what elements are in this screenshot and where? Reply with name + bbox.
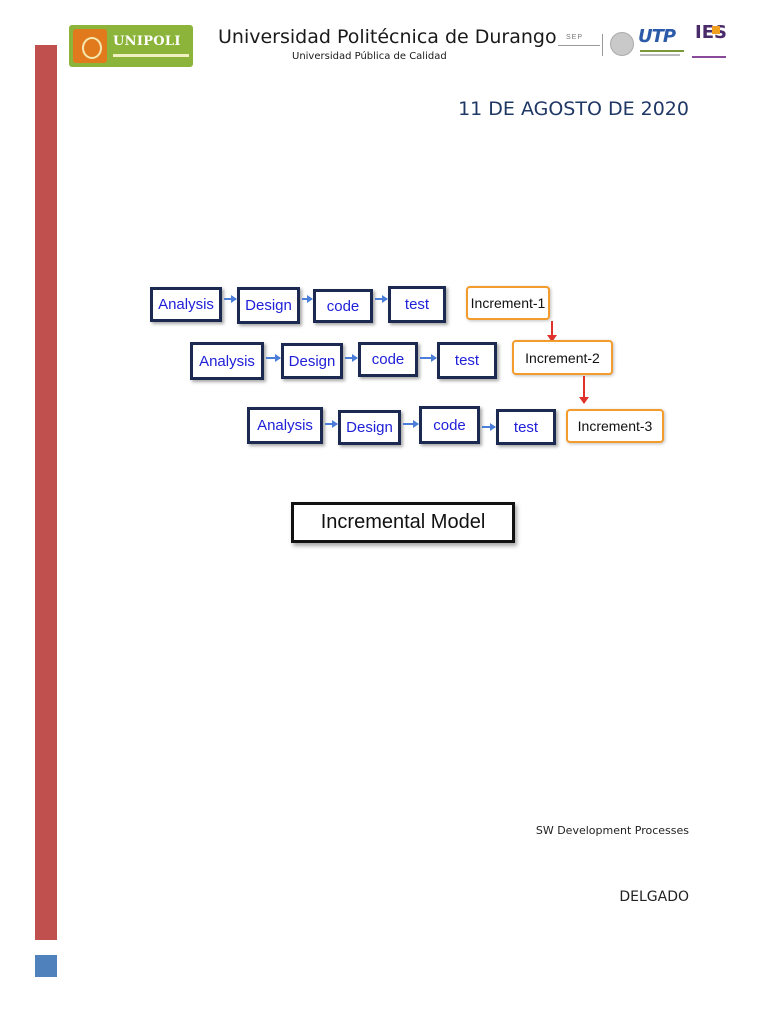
row2-test-box: test: [437, 342, 497, 379]
unipoli-seal-icon: [73, 29, 107, 63]
author-text: DELGADO: [619, 889, 689, 905]
unipoli-logo-text: UNIPOLI: [113, 34, 181, 49]
row3-arrow-3: [482, 423, 496, 431]
sep-logo-text: SEP: [566, 34, 584, 41]
row1-test-box: test: [388, 286, 446, 323]
row2-arrow-1: [266, 354, 281, 362]
logo-divider: [602, 34, 603, 56]
increment-2-down-arrow: [579, 376, 589, 404]
row1-arrow-3: [375, 295, 388, 303]
mexico-seal-icon: [610, 32, 634, 56]
row3-code-box: code: [419, 406, 480, 444]
increment-1-box: Increment-1: [466, 286, 550, 320]
row1-analysis-box: Analysis: [150, 287, 222, 322]
row2-arrow-2: [345, 354, 358, 362]
university-subtitle: Universidad Pública de Calidad: [292, 51, 447, 62]
row1-arrow-2: [302, 295, 313, 303]
row1-design-box: Design: [237, 287, 300, 324]
unipoli-logo: UNIPOLI: [69, 25, 193, 67]
row2-code-box: code: [358, 342, 418, 377]
subject-text: SW Development Processes: [535, 824, 689, 837]
utp-logo-text: UTP: [638, 26, 676, 47]
sep-logo: SEP: [558, 34, 600, 56]
row3-analysis-box: Analysis: [247, 407, 323, 444]
ies-logo: IES: [692, 22, 727, 64]
row3-arrow-2: [403, 420, 419, 428]
row3-test-box: test: [496, 409, 556, 445]
sidebar-accent-bar: [35, 45, 57, 940]
increment-3-box: Increment-3: [566, 409, 664, 443]
diagram-caption: Incremental Model: [291, 502, 515, 543]
row3-arrow-1: [325, 420, 338, 428]
document-date: 11 DE AGOSTO DE 2020: [458, 98, 689, 120]
row1-code-box: code: [313, 289, 373, 323]
increment-2-box: Increment-2: [512, 340, 613, 375]
row2-analysis-box: Analysis: [190, 342, 264, 380]
ies-logo-text: IES: [695, 22, 727, 43]
row2-arrow-3: [420, 354, 437, 362]
sidebar-accent-square: [35, 955, 57, 977]
university-title: Universidad Politécnica de Durango: [218, 26, 557, 48]
row3-design-box: Design: [338, 410, 401, 445]
row2-design-box: Design: [281, 343, 343, 379]
row1-arrow-1: [224, 295, 237, 303]
utp-logo: UTP: [638, 26, 688, 60]
increment-1-down-arrow: [547, 321, 557, 342]
